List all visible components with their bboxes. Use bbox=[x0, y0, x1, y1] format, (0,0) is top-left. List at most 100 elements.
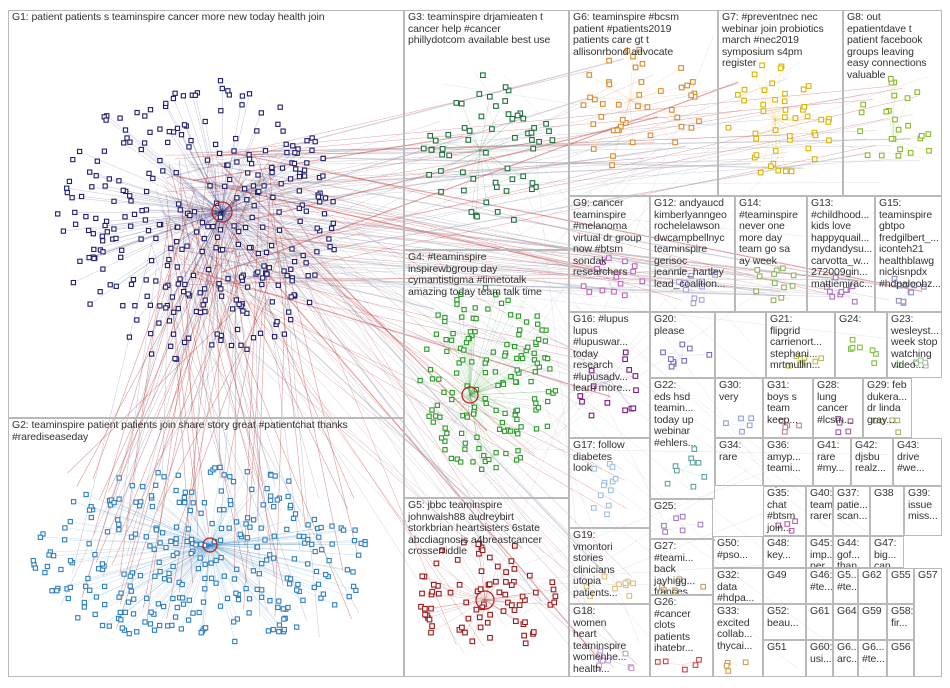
group-panel-g53: G5... #te... bbox=[833, 568, 858, 604]
group-label-g13: G13: #childhood... kids love happyquail.… bbox=[811, 198, 872, 290]
group-panel-g35: G35: chat #btsm join... bbox=[763, 486, 806, 536]
group-panel-g29: G29: feb dukera... dr linda gray... bbox=[863, 378, 912, 438]
group-label-g28: G28: lung cancer #lcsm... bbox=[817, 380, 860, 426]
group-label-g15: G15: teaminspire gbtpo fredgilbert_... i… bbox=[879, 198, 939, 290]
group-label-g7: G7: #preventnec nec webinar join probiot… bbox=[722, 12, 840, 70]
group-label-g63: G6... arc... bbox=[837, 642, 855, 665]
group-panel-g26: G26: #cancer clots patients ihatebr... bbox=[650, 595, 713, 677]
group-label-g39: G39: issue miss... bbox=[908, 488, 939, 523]
group-label-g12: G12: andyaucd kimberlyanngeo rochelelaws… bbox=[654, 198, 732, 290]
group-label-g58: G58: fir... bbox=[891, 606, 911, 629]
group-panel-g18: G18: women heart teaminspire womenhe... … bbox=[569, 604, 650, 677]
group-label-g56: G56 bbox=[891, 642, 911, 654]
group-panel-g39: G39: issue miss... bbox=[904, 486, 942, 536]
group-panel-g15: G15: teaminspire gbtpo fredgilbert_... i… bbox=[875, 196, 942, 312]
group-label-g31: G31: boys s team keep... bbox=[767, 380, 810, 426]
group-panel-g46: G46: #te... bbox=[806, 568, 833, 604]
group-label-g65: G6... #te... bbox=[862, 642, 884, 665]
group-label-g25: G25: bbox=[654, 501, 710, 513]
group-panel-g43: G43: drive #we... bbox=[893, 438, 942, 486]
group-panel-g65: G6... #te... bbox=[858, 640, 887, 677]
group-label-g60: G60: usi... bbox=[810, 642, 830, 665]
group-panel-g58: G58: fir... bbox=[887, 604, 914, 640]
group-panel-g64: G64 bbox=[833, 604, 858, 640]
group-label-g4: G4: #teaminspire inspirewbgroup day cyma… bbox=[408, 252, 566, 298]
group-panel-g62: G62 bbox=[858, 568, 887, 604]
group-label-g64: G64 bbox=[837, 606, 855, 618]
group-panel-g24: G24: bbox=[835, 312, 887, 378]
group-panel-g19: G19: vmontori stories clinicians utopia … bbox=[569, 528, 650, 604]
group-panel-g22: G22: eds hsd teamin... today up webinar … bbox=[650, 378, 715, 499]
group-panel-g55: G55 bbox=[887, 568, 914, 604]
group-label-g59: G59 bbox=[862, 606, 884, 618]
group-label-g33: G33: excited collab... thycai... bbox=[717, 606, 760, 652]
group-panel-g37: G37: patie... scan... bbox=[833, 486, 870, 536]
group-label-g53: G5... #te... bbox=[837, 570, 855, 593]
spacer bbox=[775, 486, 777, 488]
group-panel-g5: G5: jbbc teaminspire johnwalsh88 audreyb… bbox=[404, 498, 569, 677]
group-panel-g22b bbox=[715, 312, 766, 378]
group-panel-g14: G14: #teaminspire never one more day tea… bbox=[735, 196, 807, 312]
group-panel-g59: G59 bbox=[858, 604, 887, 640]
group-label-g36: G36: amyp... teami... bbox=[767, 440, 810, 475]
group-label-g44: G44: gof... than... bbox=[837, 538, 867, 568]
group-label-g55: G55 bbox=[891, 570, 911, 582]
group-panel-g41: G41: rare #my... bbox=[813, 438, 851, 486]
group-panel-g60: G60: usi... bbox=[806, 640, 833, 677]
group-label-g34: G34: rare bbox=[719, 440, 760, 463]
group-panel-g20: G20: please bbox=[650, 312, 715, 378]
group-panel-g21: G21: flipgrid carrienort... stephani... … bbox=[766, 312, 835, 378]
group-label-g26: G26: #cancer clots patients ihatebr... bbox=[654, 597, 710, 655]
group-panel-g30: G30: very bbox=[715, 378, 763, 438]
group-panel-g12: G12: andyaucd kimberlyanngeo rochelelaws… bbox=[650, 196, 735, 312]
group-panel-g52: G52: beau... bbox=[763, 604, 806, 640]
group-label-g52: G52: beau... bbox=[767, 606, 803, 629]
group-panel-g27: G27: #teami... back jayhigg... frances..… bbox=[650, 539, 713, 595]
group-panel-g8: G8: out epatientdave t patient facebook … bbox=[843, 10, 942, 196]
group-label-g18: G18: women heart teaminspire womenhe... … bbox=[573, 606, 647, 675]
group-label-g49: G49 bbox=[767, 570, 803, 582]
group-panel-g44: G44: gof... than... bbox=[833, 536, 870, 568]
group-panel-g42: G42: djsbu realz... bbox=[851, 438, 893, 486]
group-label-g22: G22: eds hsd teamin... today up webinar … bbox=[654, 380, 712, 449]
group-label-g17: G17: follow diabetes look bbox=[573, 440, 647, 475]
group-panel-g7: G7: #preventnec nec webinar join probiot… bbox=[718, 10, 843, 196]
group-label-g42: G42: djsbu realz... bbox=[855, 440, 890, 475]
group-label-g19: G19: vmontori stories clinicians utopia … bbox=[573, 530, 647, 599]
group-panel-g61: G61 bbox=[806, 604, 833, 640]
group-label-g14: G14: #teaminspire never one more day tea… bbox=[739, 198, 804, 267]
group-label-g6: G6: teaminspire #bcsm patient #patients2… bbox=[573, 12, 715, 58]
group-label-g27: G27: #teami... back jayhigg... frances..… bbox=[654, 541, 710, 595]
group-panel-g63: G6... arc... bbox=[833, 640, 858, 677]
group-label-g20: G20: please bbox=[654, 314, 712, 337]
group-panel-g48: G48: key... bbox=[763, 536, 806, 568]
group-label-g40: G40: team... rarer... bbox=[810, 488, 830, 523]
group-panel-g9: G9: cancer teaminspire #melanoma virtual… bbox=[569, 196, 650, 312]
group-panel-g33: G33: excited collab... thycai... bbox=[713, 604, 763, 677]
group-label-g23: G23: wesleyst... week stop watching vide… bbox=[891, 314, 939, 372]
group-label-g3: G3: teaminspire drjamieaten t cancer hel… bbox=[408, 12, 566, 47]
group-label-g9: G9: cancer teaminspire #melanoma virtual… bbox=[573, 198, 647, 279]
group-label-g57: G57 bbox=[918, 570, 939, 582]
group-panel-g57: G57 bbox=[914, 568, 942, 677]
group-panel-g56: G56 bbox=[887, 640, 914, 677]
group-panel-g45: G45: imp... per... bbox=[806, 536, 833, 568]
group-label-g61: G61 bbox=[810, 606, 830, 618]
group-label-g48: G48: key... bbox=[767, 538, 803, 561]
group-panel-g23: G23: wesleyst... week stop watching vide… bbox=[887, 312, 942, 378]
group-panel-g2: G2: teaminspire patient patients join sh… bbox=[8, 418, 404, 677]
group-panel-g47: G47: big... can... bbox=[870, 536, 904, 568]
group-label-g51: G51 bbox=[767, 642, 803, 654]
group-label-g47: G47: big... can... bbox=[874, 538, 901, 568]
group-label-g2: G2: teaminspire patient patients join sh… bbox=[12, 420, 401, 443]
group-label-g46: G46: #te... bbox=[810, 570, 830, 593]
group-panel-g51: G51 bbox=[763, 640, 806, 677]
group-label-g35: G35: chat #btsm join... bbox=[767, 488, 803, 534]
group-label-g38: G38 bbox=[874, 488, 901, 500]
group-panel-g17: G17: follow diabetes look bbox=[569, 438, 650, 528]
group-label-g30: G30: very bbox=[719, 380, 760, 403]
group-label-g43: G43: drive #we... bbox=[897, 440, 939, 475]
group-label-g41: G41: rare #my... bbox=[817, 440, 848, 475]
group-panel-g32: G32: data #hdpa... big bbox=[713, 568, 763, 604]
group-panel-g36: G36: amyp... teami... bbox=[763, 438, 813, 486]
